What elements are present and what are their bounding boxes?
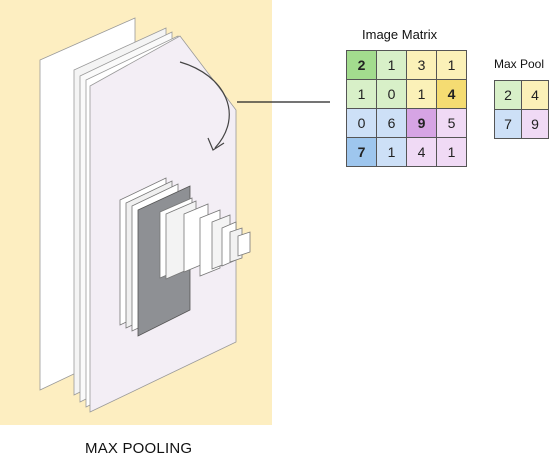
image-matrix-title: Image Matrix: [362, 27, 438, 42]
arrow-head: [207, 137, 225, 151]
image-matrix-cell-r3c3: 9: [407, 109, 437, 138]
image-matrix-cell-r2c1: 1: [347, 80, 377, 109]
diagram-caption: MAX POOLING: [85, 440, 193, 457]
image-matrix-cell-r2c4: 4: [437, 80, 467, 109]
image-matrix-cell-r4c3: 4: [407, 138, 437, 167]
image-matrix-cell-r1c3: 3: [407, 51, 437, 80]
max-pool-title: Max Pool: [494, 57, 545, 71]
image-matrix-cell-r4c1: 7: [347, 138, 377, 167]
image-matrix-cell-r4c2: 1: [377, 138, 407, 167]
image-matrix-cell-r3c1: 0: [347, 109, 377, 138]
image-matrix-cell-r1c1: 2: [347, 51, 377, 80]
max-pool-cell-r1c1: 2: [495, 81, 522, 110]
image-matrix-cell-r3c2: 6: [377, 109, 407, 138]
curved-arrow-icon: [179, 61, 230, 149]
image-matrix-cell-r2c3: 1: [407, 80, 437, 109]
image-matrix-cell-r3c4: 5: [437, 109, 467, 138]
image-matrix-cell-r4c4: 1: [437, 138, 467, 167]
max-pool-cell-r1c2: 4: [522, 81, 549, 110]
max-pool-cell-r2c2: 9: [522, 110, 549, 139]
image-matrix-cell-r1c4: 1: [437, 51, 467, 80]
layer-s8: [237, 231, 251, 257]
max-pool-cell-r2c1: 7: [495, 110, 522, 139]
illustration-panel: [0, 0, 330, 425]
image-matrix-cell-r2c2: 0: [377, 80, 407, 109]
image-matrix-cell-r1c2: 1: [377, 51, 407, 80]
